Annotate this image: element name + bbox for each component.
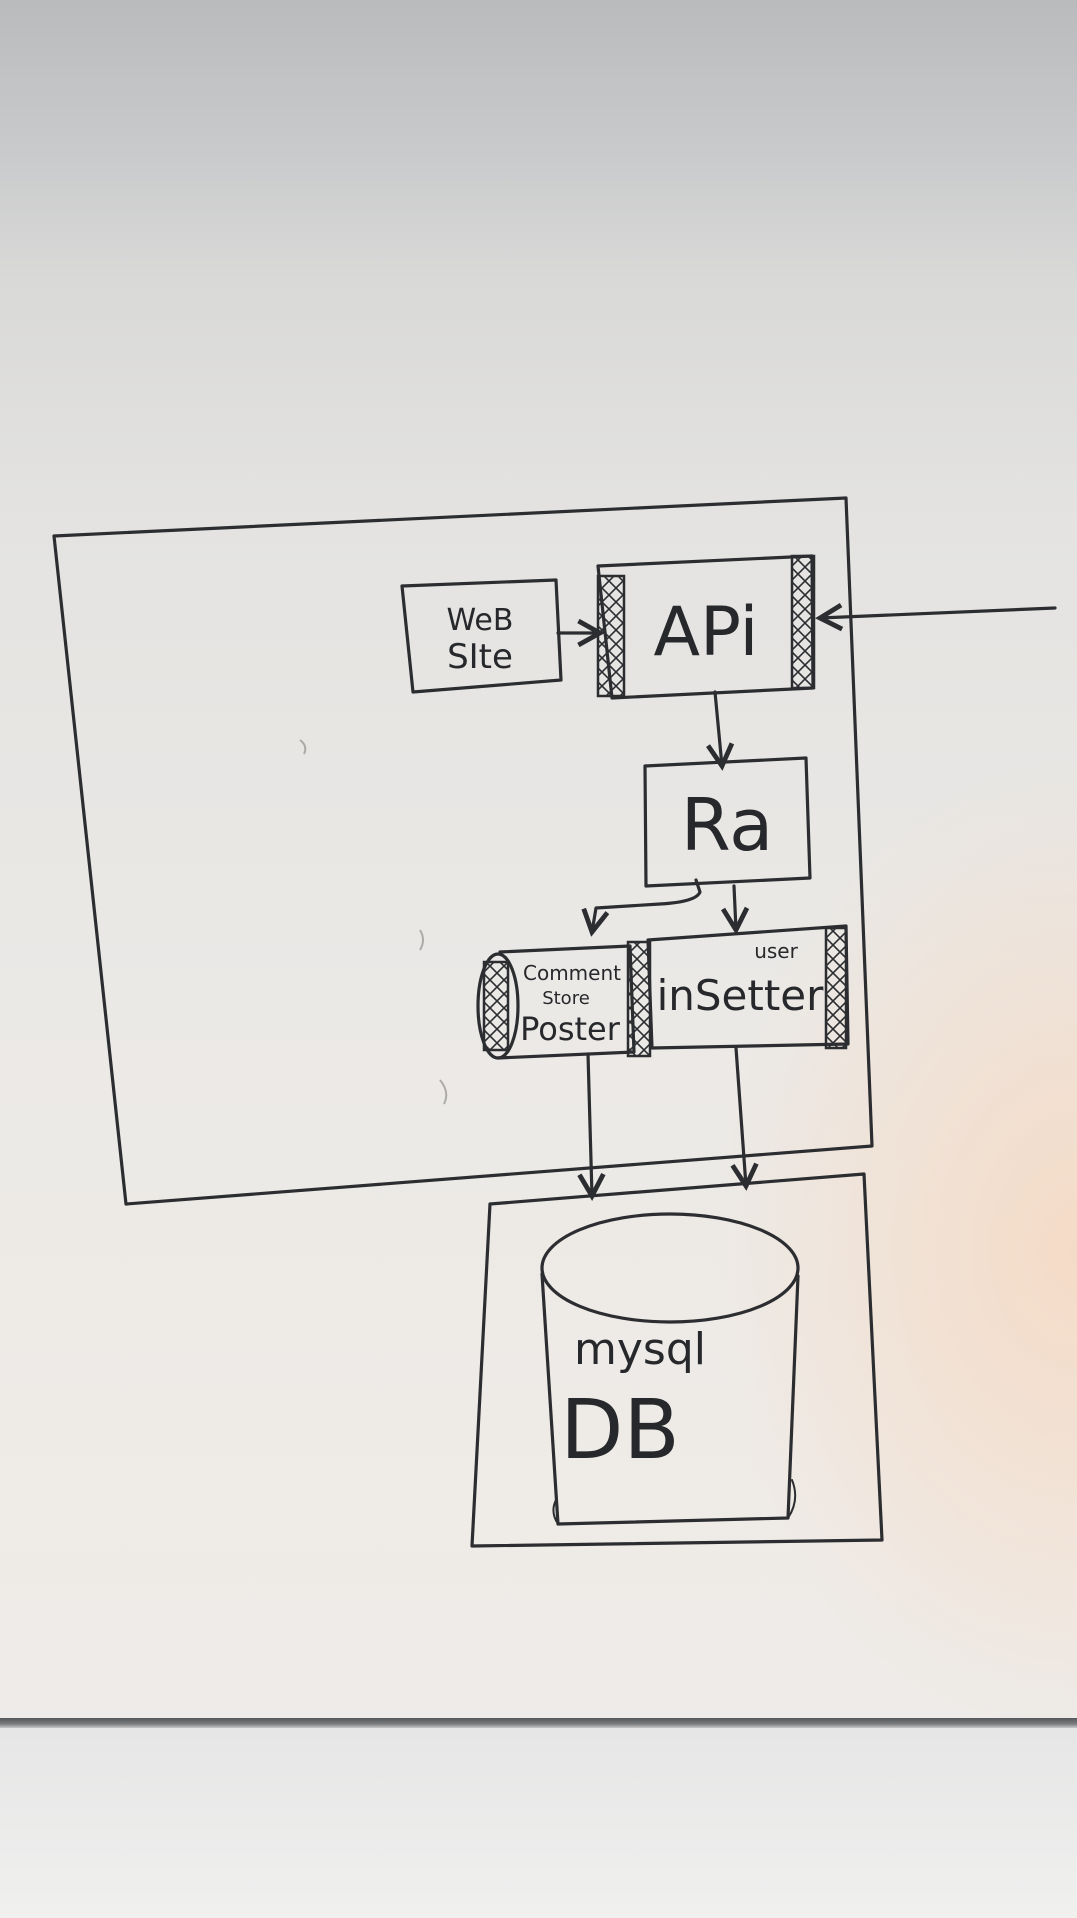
wall-below-board: [0, 1728, 1077, 1918]
user-inserter-small-label: user: [754, 939, 798, 963]
comment-store-right-port: [626, 940, 652, 1058]
comment-store-left-end: [482, 960, 510, 1052]
whiteboard-smudges: [299, 739, 448, 1105]
user-inserter-label: inSetter: [657, 971, 825, 1020]
user-inserter-right-port: [824, 926, 848, 1050]
whiteboard-frame-edge: [0, 1718, 1077, 1728]
db-label-line1: mysql: [574, 1324, 706, 1375]
comment-store-to-db-arrow: [588, 1052, 592, 1196]
user-inserter-node: user inSetter: [646, 924, 850, 1050]
ra-to-user-inserter-arrow: [734, 884, 736, 930]
api-label: APi: [654, 593, 759, 672]
api-to-ra-arrow: [715, 690, 722, 766]
ra-to-comment-store-arrow: [592, 878, 702, 932]
db-label-line2: DB: [560, 1383, 679, 1478]
ra-label: Ra: [681, 783, 774, 867]
system-boundary: [52, 496, 874, 1206]
comment-store-label-line1: Comment: [523, 961, 621, 985]
external-to-api-arrow: [820, 608, 1057, 618]
user-inserter-to-db-arrow: [736, 1046, 746, 1186]
comment-store-poster-node: Comment Store Poster: [476, 940, 652, 1060]
api-left-port: [596, 574, 626, 698]
mysql-db-node: mysql DB: [540, 1212, 800, 1526]
comment-store-label-line3: Poster: [520, 1010, 621, 1048]
api-node: APi: [596, 554, 816, 700]
web-site-label-line2: SIte: [447, 637, 513, 677]
web-site-label-line1: WeB: [447, 603, 514, 638]
connections: [556, 608, 1057, 1196]
ra-node: Ra: [643, 756, 812, 888]
comment-store-label-line2: Store: [542, 988, 590, 1009]
api-right-port: [790, 554, 816, 690]
web-site-node: WeB SIte: [400, 578, 563, 694]
